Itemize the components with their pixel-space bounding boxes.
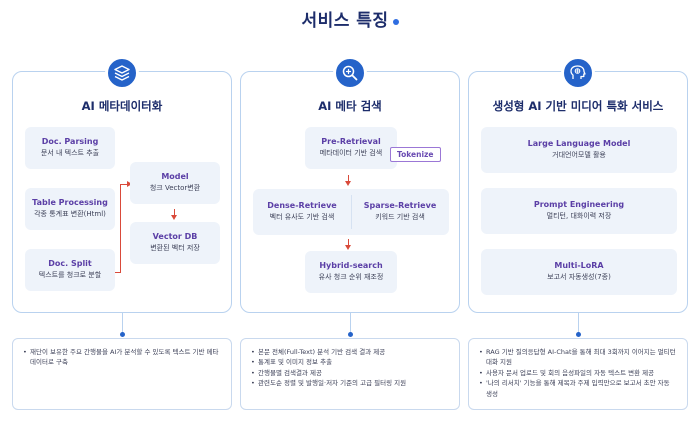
card-title: 생성형 AI 기반 미디어 특화 서비스	[492, 99, 664, 113]
box-title: Doc. Parsing	[41, 136, 99, 146]
prompt-engineering-box: Prompt Engineering 멀티턴, 대화이력 저장	[481, 188, 677, 234]
brain-head-icon	[561, 56, 595, 90]
box-title: Prompt Engineering	[533, 199, 625, 209]
box-subtitle: 변환된 벡터 저장	[150, 244, 200, 253]
note-card-search: 본문 전체(Full-Text) 분석 기반 검색 결과 제공 통계표 및 이미…	[240, 338, 460, 410]
page-title-text: 서비스 특징	[301, 11, 389, 31]
connector-dot	[120, 332, 125, 337]
box-title: Vector DB	[152, 231, 198, 241]
layers-icon	[105, 56, 139, 90]
pre-retrieval-box: Pre-Retrieval 메타데이터 기반 검색	[305, 127, 397, 169]
table-processing-box: Table Processing 각종 통계표 변환(Html)	[25, 188, 115, 230]
retrieve-group-box: Dense-Retrieve 벡터 유사도 기반 검색 Sparse-Retri…	[253, 189, 449, 235]
card-generative-ai-service: 생성형 AI 기반 미디어 특화 서비스 Large Language Mode…	[468, 56, 688, 313]
box-subtitle: 보고서 자동생성(7종)	[547, 273, 611, 282]
box-subtitle: 멀티턴, 대화이력 저장	[546, 212, 612, 221]
tokenize-tag: Tokenize	[390, 147, 441, 162]
box-subtitle: 키워드 기반 검색	[375, 213, 425, 222]
box-subtitle: 텍스트를 청크로 분할	[38, 271, 102, 280]
connector-dot	[576, 332, 581, 337]
multi-lora-box: Multi-LoRA 보고서 자동생성(7종)	[481, 249, 677, 295]
connector-line	[120, 184, 121, 273]
note-item: 재단이 보유한 주요 간행물을 AI가 분석할 수 있도록 텍스트 기반 메타데…	[23, 347, 221, 368]
card-title: AI 메타데이터화	[81, 99, 163, 113]
card-ai-meta-search: AI 메타 검색 Pre-Retrieval 메타데이터 기반 검색 Token…	[240, 56, 460, 313]
note-item: 본문 전체(Full-Text) 분석 기반 검색 결과 제공	[251, 347, 449, 358]
note-item: RAG 기반 질의응답형 AI-Chat을 통해 최대 3회까지 이어지는 멀티…	[479, 347, 677, 368]
doc-split-box: Doc. Split 텍스트를 청크로 분할	[25, 249, 115, 291]
note-item: 관련도순 정렬 및 발행일·저자 기준의 고급 필터링 지원	[251, 378, 449, 389]
box-title: Hybrid-search	[319, 260, 383, 270]
llm-box: Large Language Model 거대언어모델 활용	[481, 127, 677, 173]
arrow-down-icon	[345, 175, 351, 186]
card-title: AI 메타 검색	[318, 99, 382, 113]
arrow-down-icon	[171, 209, 177, 220]
box-subtitle: 문서 내 텍스트 추출	[40, 149, 100, 158]
page-title: 서비스 특징	[0, 6, 700, 31]
doc-parsing-box: Doc. Parsing 문서 내 텍스트 추출	[25, 127, 115, 169]
arrow-right-icon	[127, 181, 132, 187]
hybrid-search-box: Hybrid-search 유사 청크 순위 재조정	[305, 251, 397, 293]
sparse-retrieve-block: Sparse-Retrieve 키워드 기반 검색	[352, 201, 448, 223]
note-item: 간행물별 검색결과 제공	[251, 368, 449, 379]
connector-stem	[578, 313, 579, 335]
box-subtitle: 각종 통계표 변환(Html)	[34, 210, 106, 219]
box-subtitle: 메타데이터 기반 검색	[319, 149, 383, 158]
box-title: Multi-LoRA	[554, 260, 604, 270]
divider	[351, 195, 352, 229]
note-card-metadata: 재단이 보유한 주요 간행물을 AI가 분석할 수 있도록 텍스트 기반 메타데…	[12, 338, 232, 410]
card-ai-metadata: AI 메타데이터화 Doc. Parsing 문서 내 텍스트 추출 Table…	[12, 56, 232, 313]
box-title: Sparse-Retrieve	[363, 200, 437, 210]
box-title: Model	[161, 171, 189, 181]
connector-line	[115, 272, 121, 273]
arrow-down-icon	[345, 239, 351, 250]
box-title: Large Language Model	[527, 138, 631, 148]
note-item: 통계표 및 이미지 정보 추출	[251, 357, 449, 368]
box-title: Dense-Retrieve	[267, 200, 337, 210]
box-subtitle: 청크 Vector변환	[149, 184, 201, 193]
note-card-generative: RAG 기반 질의응답형 AI-Chat을 통해 최대 3회까지 이어지는 멀티…	[468, 338, 688, 410]
title-dot	[392, 19, 399, 25]
vector-db-box: Vector DB 변환된 벡터 저장	[130, 222, 220, 264]
connector-dot	[348, 332, 353, 337]
box-title: Pre-Retrieval	[321, 136, 381, 146]
box-subtitle: 벡터 유사도 기반 검색	[269, 213, 335, 222]
note-item: '나의 리서치' 기능을 통해 제목과 주제 입력만으로 보고서 초안 자동 생…	[479, 378, 677, 399]
search-icon	[333, 56, 367, 90]
note-item: 사용자 문서 업로드 및 회의 음성파일의 자동 텍스트 변환 제공	[479, 368, 677, 379]
box-title: Table Processing	[32, 197, 108, 207]
connector-line	[120, 184, 129, 185]
dense-retrieve-block: Dense-Retrieve 벡터 유사도 기반 검색	[254, 201, 350, 223]
box-subtitle: 유사 청크 순위 재조정	[318, 273, 384, 282]
box-subtitle: 거대언어모델 활용	[552, 151, 606, 160]
model-box: Model 청크 Vector변환	[130, 162, 220, 204]
connector-stem	[122, 313, 123, 335]
box-title: Doc. Split	[48, 258, 92, 268]
connector-stem	[350, 313, 351, 335]
